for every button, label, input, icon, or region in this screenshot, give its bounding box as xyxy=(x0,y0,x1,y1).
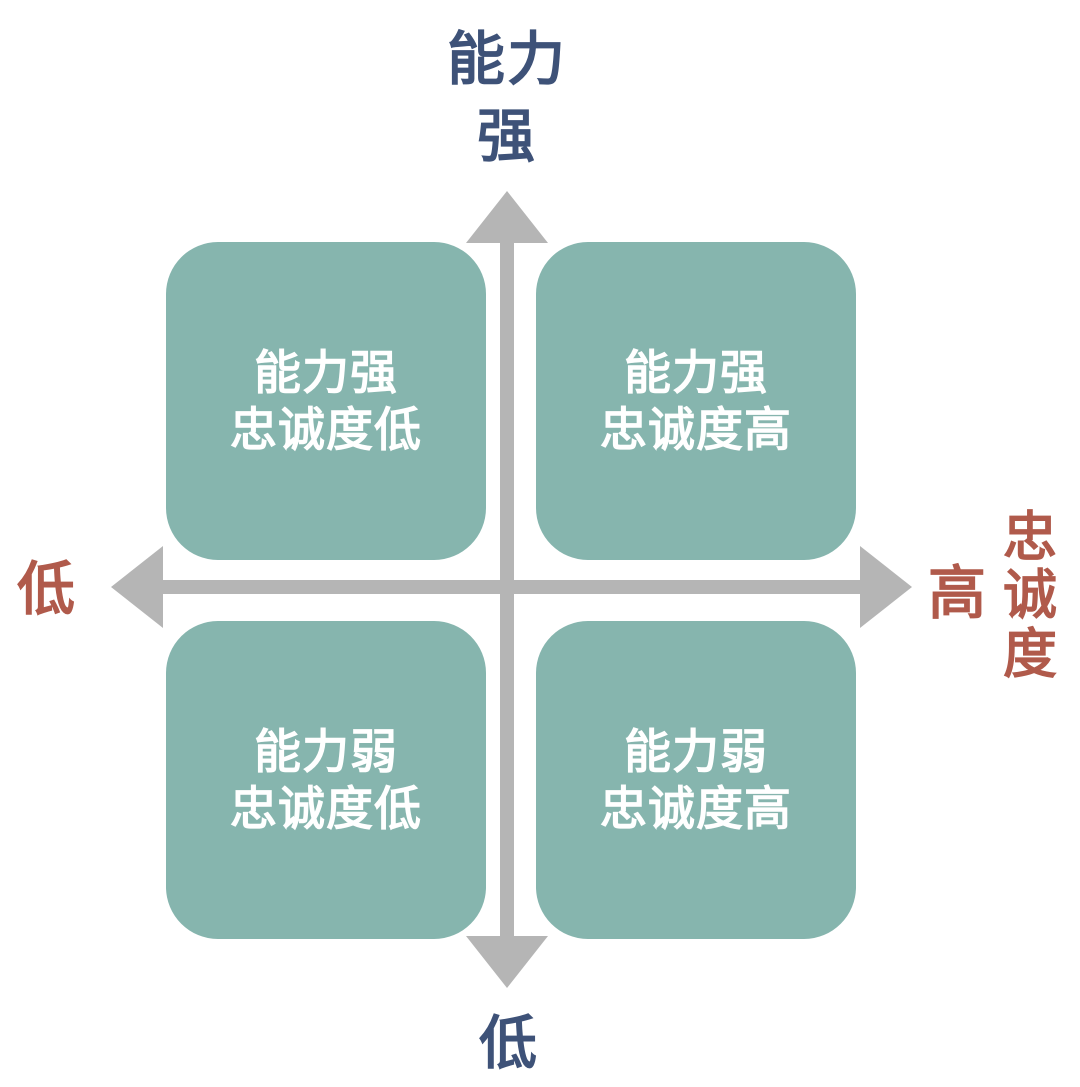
arrow-up-icon xyxy=(466,191,548,243)
vertical-axis-top-label-line1: 能力 xyxy=(446,27,568,92)
quadrant-top-left: 能力强 忠诚度低 xyxy=(166,242,486,560)
horizontal-axis-line xyxy=(158,580,864,594)
quadrant-top-right-line1: 能力强 xyxy=(624,345,768,399)
quadrant-top-left-line1: 能力强 xyxy=(254,345,398,399)
quadrant-top-right-line2: 忠诚度高 xyxy=(600,403,792,456)
vertical-axis-top-label-line2: 强 xyxy=(476,103,538,169)
arrow-down-icon xyxy=(466,936,548,988)
vertical-axis-top-label: 能力 强 xyxy=(447,22,567,175)
arrow-left-icon xyxy=(111,546,163,628)
quadrant-bottom-left-line1: 能力弱 xyxy=(254,724,398,778)
arrow-right-icon xyxy=(860,546,912,628)
quadrant-bottom-left-line2: 忠诚度低 xyxy=(230,782,422,835)
quadrant-top-left-line2: 忠诚度低 xyxy=(230,403,422,456)
quadrant-bottom-right-line1: 能力弱 xyxy=(624,724,768,778)
horizontal-axis-right-label: 高 xyxy=(927,561,989,626)
vertical-axis-bottom-label: 低 xyxy=(478,1011,540,1076)
horizontal-axis-title: 忠诚度 xyxy=(1003,507,1057,685)
horizontal-axis-left-label: 低 xyxy=(16,557,78,622)
quadrant-top-right: 能力强 忠诚度高 xyxy=(536,242,856,560)
quadrant-bottom-right: 能力弱 忠诚度高 xyxy=(536,621,856,939)
quadrant-bottom-right-line2: 忠诚度高 xyxy=(600,782,792,835)
quadrant-bottom-left: 能力弱 忠诚度低 xyxy=(166,621,486,939)
